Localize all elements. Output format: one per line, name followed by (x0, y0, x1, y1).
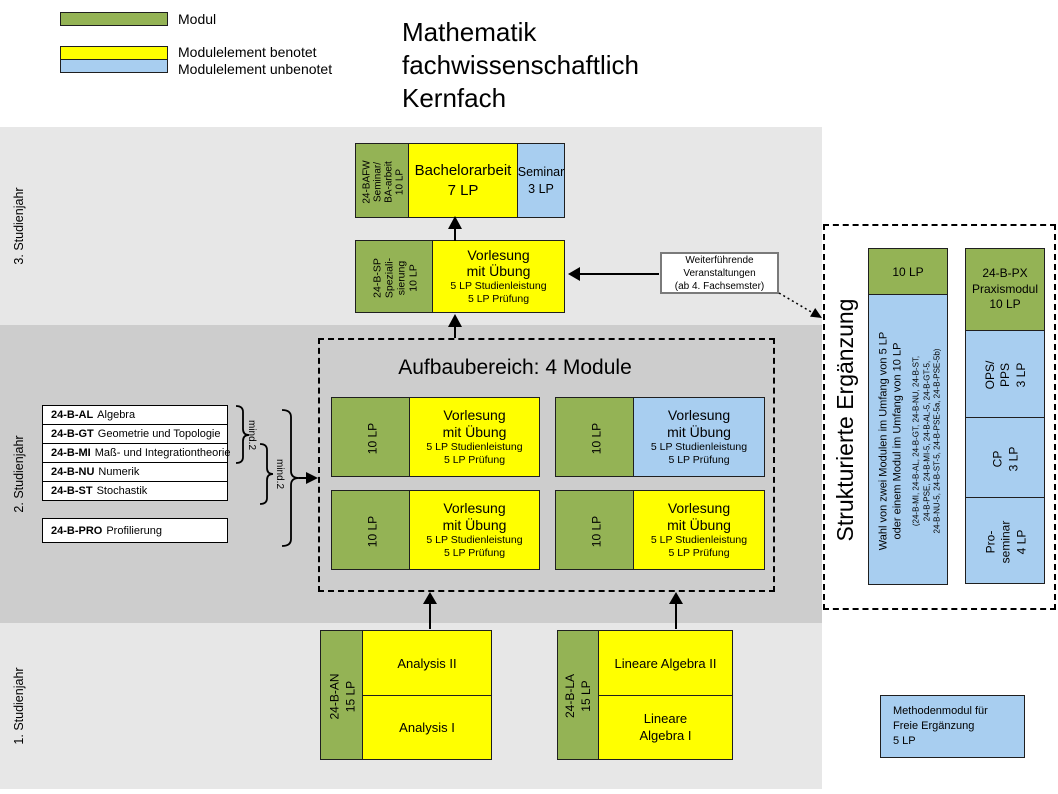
aufbau-module-3-lp-cell: 10 LP (331, 490, 410, 570)
thesis-main-cell: Bachelorarbeit 7 LP (408, 143, 518, 218)
year-label-3: 3. Studienjahr (12, 187, 26, 265)
ergaenzung-wahl-lp-cell: 10 LP (868, 248, 948, 295)
weiterfuehrende-note: Weiterführende Veranstaltungen (ab 4. Fa… (660, 252, 779, 294)
year-label-1: 1. Studienjahr (12, 667, 26, 745)
ergaenzung-cp-cell: CP 3 LP (965, 417, 1045, 498)
aufbau-module-4-lp-cell: 10 LP (555, 490, 634, 570)
module-name: Stochastik (96, 485, 148, 497)
aufbau-module-3-main: Vorlesung mit Übung (442, 500, 507, 533)
module-code: 24-B-PRO (51, 524, 103, 537)
thesis-code-cell: 24-BAFW Seminar/ BA-arbeit 10 LP (355, 143, 409, 218)
spezialisierung-code-cell: 24-B-SP Speziali- sierung 10 LP (355, 240, 433, 313)
aufbau-module-1-lp-label: 10 LP (364, 422, 379, 454)
aufbau-module-4-element-cell: Vorlesung mit Übung 5 LP Studienleistung… (633, 490, 765, 570)
linalg-1-cell: Lineare Algebra I (598, 695, 733, 760)
aufbau-module-3-element-cell: Vorlesung mit Übung 5 LP Studienleistung… (409, 490, 540, 570)
aufbau-dashed-box (318, 338, 775, 592)
aufbau-module-2-element-cell: Vorlesung mit Übung 5 LP Studienleistung… (633, 397, 765, 477)
aufbau-module-2-lp-label: 10 LP (588, 422, 603, 454)
mind2-label-bottom: mind.2 (274, 458, 286, 489)
aufbau-module-1-lp-cell: 10 LP (331, 397, 410, 477)
linalg-code-cell: 24-B-LA 15 LP (557, 630, 599, 760)
ergaenzung-title: Strukturierte Ergänzung (831, 298, 858, 542)
module-name: Geometrie und Topologie (97, 428, 221, 440)
thesis-seminar-cell: Seminar 3 LP (517, 143, 565, 218)
module-code: 24-B-NU (51, 466, 95, 478)
module-name: Maß- und Integrationtheorie (94, 447, 231, 459)
legend-label-modul: Modul (178, 11, 217, 27)
wahl-codes-text: (24-B-MI, 24-B-AL, 24-B-GT, 24-B-NU, 24-… (911, 348, 941, 533)
aufbau-module-3-lp-label: 10 LP (364, 515, 379, 547)
wahl-main-text: Wahl von zwei Modulen im Umfang von 5 LP… (876, 331, 903, 550)
aufbau-module-4-sub: 5 LP Studienleistung 5 LP Prüfung (650, 533, 748, 559)
analysis-code-cell: 24-B-AN 15 LP (320, 630, 363, 760)
aufbau-module-2-lp-cell: 10 LP (555, 397, 634, 477)
ergaenzung-wahl-info-text: Wahl von zwei Modulen im Umfang von 5 LP… (869, 295, 949, 586)
module-code: 24-B-MI (51, 447, 91, 459)
cp-label: CP 3 LP (990, 446, 1020, 471)
aufbau-module-3-sub: 5 LP Studienleistung 5 LP Prüfung (426, 533, 523, 559)
methodenmodul-box: Methodenmodul für Freie Ergänzung 5 LP (880, 695, 1025, 758)
thesis-code-label: 24-BAFW Seminar/ BA-arbeit 10 LP (360, 159, 406, 204)
legend-label-unbenotet: Modulelement unbenotet (178, 61, 333, 77)
analysis-2-cell: Analysis II (362, 630, 492, 696)
aufbau-module-1-main: Vorlesung mit Übung (442, 407, 507, 440)
module-code: 24-B-ST (51, 485, 93, 497)
aufbau-module-1-sub: 5 LP Studienleistung 5 LP Prüfung (426, 440, 523, 466)
spezialisierung-code-label: 24-B-SP Speziali- sierung 10 LP (370, 257, 420, 298)
analysis-code-label: 24-B-AN 15 LP (326, 673, 357, 720)
mind2-label-top: mind.2 (246, 419, 258, 450)
module-name: Algebra (97, 409, 136, 421)
ops-pps-label: OPS/ PPS 3 LP (982, 360, 1028, 390)
spezialisierung-element-main: Vorlesung mit Übung (466, 246, 531, 280)
analysis-1-cell: Analysis I (362, 695, 492, 760)
module-name: Numerik (98, 466, 140, 478)
aufbau-module-1-element-cell: Vorlesung mit Übung 5 LP Studienleistung… (409, 397, 540, 477)
aufbau-module-2-main: Vorlesung mit Übung (667, 407, 731, 440)
ergaenzung-wahl-info-cell: Wahl von zwei Modulen im Umfang von 5 LP… (868, 294, 948, 585)
aufbau-module-2-sub: 5 LP Studienleistung 5 LP Prüfung (650, 440, 748, 466)
spezialisierung-element-sub: 5 LP Studienleistung 5 LP Prüfung (450, 280, 547, 306)
ergaenzung-ops-pps-cell: OPS/ PPS 3 LP (965, 330, 1045, 418)
legend-label-benotet: Modulelement benotet (178, 44, 317, 60)
legend-swatch-modul (60, 12, 168, 26)
ergaenzung-proseminar-cell: Pro- seminar 4 LP (965, 497, 1045, 584)
year-label-2: 2. Studienjahr (12, 435, 26, 513)
proseminar-label: Pro- seminar 4 LP (982, 520, 1028, 563)
linalg-2-cell: Lineare Algebra II (598, 630, 733, 696)
page-title: Mathematik fachwissenschaftlich Kernfach (402, 17, 639, 114)
legend-swatch-benotet (60, 46, 168, 60)
spezialisierung-element-cell: Vorlesung mit Übung 5 LP Studienleistung… (432, 240, 565, 313)
module-code: 24-B-GT (51, 428, 94, 440)
ergaenzung-praxismodul-cell: 24-B-PX Praxismodul 10 LP (965, 248, 1045, 331)
module-code: 24-B-AL (51, 409, 94, 421)
aufbau-module-4-lp-label: 10 LP (588, 515, 603, 547)
linalg-code-label: 24-B-LA 15 LP (563, 673, 593, 719)
legend-swatch-unbenotet (60, 59, 168, 73)
aufbau-module-4-main: Vorlesung mit Übung (667, 500, 731, 533)
module-name: Profilierung (106, 524, 162, 537)
aufbau-title: Aufbaubereich: 4 Module (398, 356, 632, 379)
